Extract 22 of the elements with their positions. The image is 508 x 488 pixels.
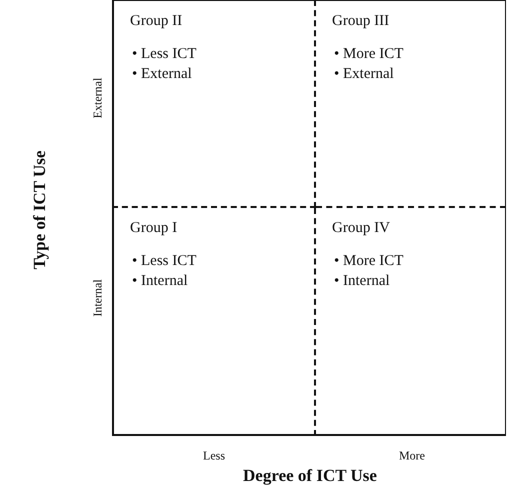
axis-title: Type of ICT Use — [30, 150, 50, 270]
bullet-item: • External — [132, 65, 192, 84]
quadrant-box — [112, 208, 316, 436]
bullet-item: • Internal — [132, 272, 188, 291]
bullet-item: • More ICT — [334, 45, 404, 64]
group-heading: Group I — [130, 220, 178, 237]
quadrant-box — [316, 0, 506, 208]
bullet-item: • External — [334, 65, 394, 84]
bullet-item: • Less ICT — [132, 45, 196, 64]
axis-title: Degree of ICT Use — [243, 466, 377, 486]
quadrant-box — [112, 0, 316, 208]
quadrant-box — [316, 208, 506, 436]
axis-tick-label: Less — [203, 448, 225, 464]
bullet-item: • More ICT — [334, 252, 404, 271]
group-heading: Group II — [130, 13, 182, 30]
group-heading: Group III — [332, 13, 390, 30]
bullet-item: • Less ICT — [132, 252, 196, 271]
group-heading: Group IV — [332, 220, 390, 237]
axis-tick-label: Internal — [90, 279, 106, 317]
bullet-item: • Internal — [334, 272, 390, 291]
axis-tick-label: More — [399, 448, 425, 464]
axis-tick-label: External — [90, 78, 106, 118]
